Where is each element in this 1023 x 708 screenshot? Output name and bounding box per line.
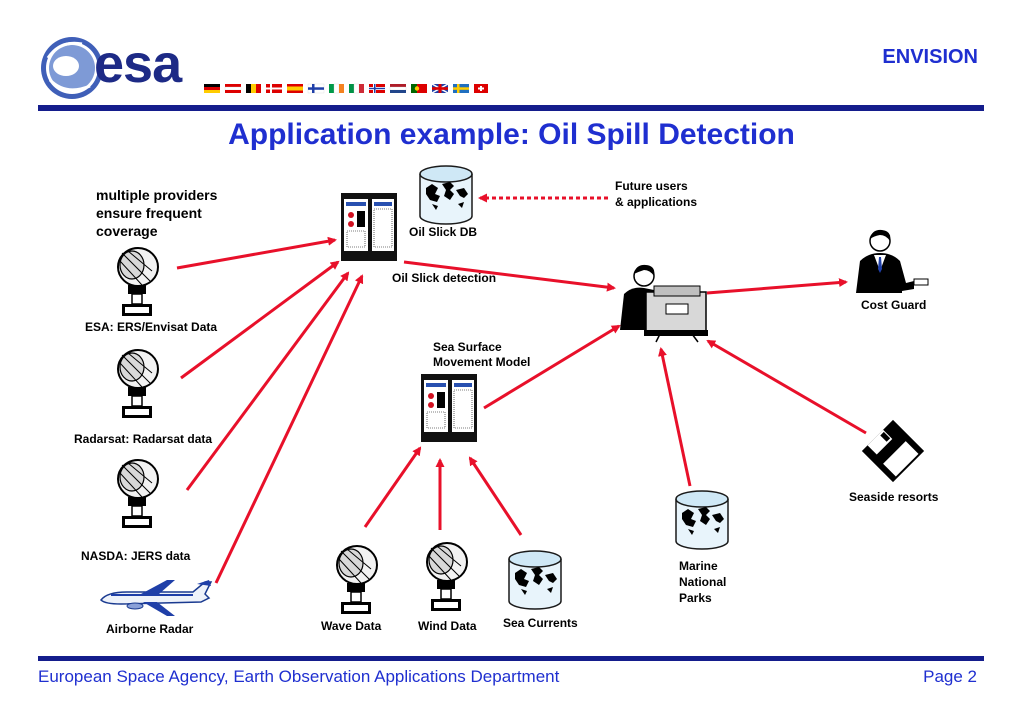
radarsat-label: Radarsat: Radarsat data [74,432,213,446]
arrow-currents-to-model [468,456,523,536]
arrow-nasda-to-detection [185,271,350,491]
project-name: ENVISION [882,46,978,68]
cost-guard-officer-icon [856,229,929,293]
wind-data-label: Wind Data [418,619,477,633]
wave-data-label: Wave Data [321,619,382,633]
operator-workstation-icon [620,264,708,343]
oil-detection-computer-icon [340,192,398,262]
wind-dish-icon [426,542,468,612]
footer-rule [38,656,984,661]
radarsat-dish-icon [117,349,159,419]
marine-parks-label-line1: Marine [679,559,718,573]
airplane-icon [100,580,213,616]
seaside-resorts-disk-icon [861,419,925,483]
oil-slick-db-label: Oil Slick DB [409,225,478,239]
future-users-label-line1: Future users [615,179,688,193]
arrow-resorts-to-operator [706,339,867,435]
providers-note: multiple providers ensure frequent cover… [96,187,218,239]
esa-wordmark: esa [94,34,182,94]
header-rule [38,105,984,111]
future-users-label-line2: & applications [615,195,698,209]
sea-surface-label-line1: Sea Surface [433,340,502,354]
airborne-radar-label: Airborne Radar [106,622,194,636]
page-number: Page 2 [923,667,977,686]
arrow-esa-to-detection [176,236,337,270]
sea-model-computer-icon [420,373,478,443]
arrow-detection-to-operator [403,260,616,292]
arrow-model-to-operator [483,324,621,410]
sea-currents-db-icon [508,550,562,610]
cost-guard-label: Cost Guard [861,298,927,312]
arrow-airborne-to-detection [214,274,364,584]
nasda-label: NASDA: JERS data [81,549,191,563]
marine-parks-label-line3: Parks [679,591,712,605]
wave-dish-icon [336,545,378,615]
seaside-resorts-label: Seaside resorts [849,490,939,504]
esa-data-label: ESA: ERS/Envisat Data [85,320,218,334]
arrow-wave-to-model [363,446,422,528]
arrow-radarsat-to-detection [180,260,340,380]
marine-parks-db-icon [675,490,729,550]
footer-organisation: European Space Agency, Earth Observation… [38,667,560,686]
arrow-parks-to-operator [658,347,692,487]
marine-parks-label-line2: National [679,575,727,589]
page-title: Application example: Oil Spill Detection [228,118,795,151]
nasda-dish-icon [117,459,159,529]
arrow-operator-to-cost-guard [706,278,848,295]
oil-slick-detection-label: Oil Slick detection [392,271,497,285]
sea-surface-label-line2: Movement Model [433,355,531,369]
sea-currents-label: Sea Currents [503,616,578,630]
esa-dish-icon [117,247,159,317]
oil-slick-db-icon [419,165,473,225]
